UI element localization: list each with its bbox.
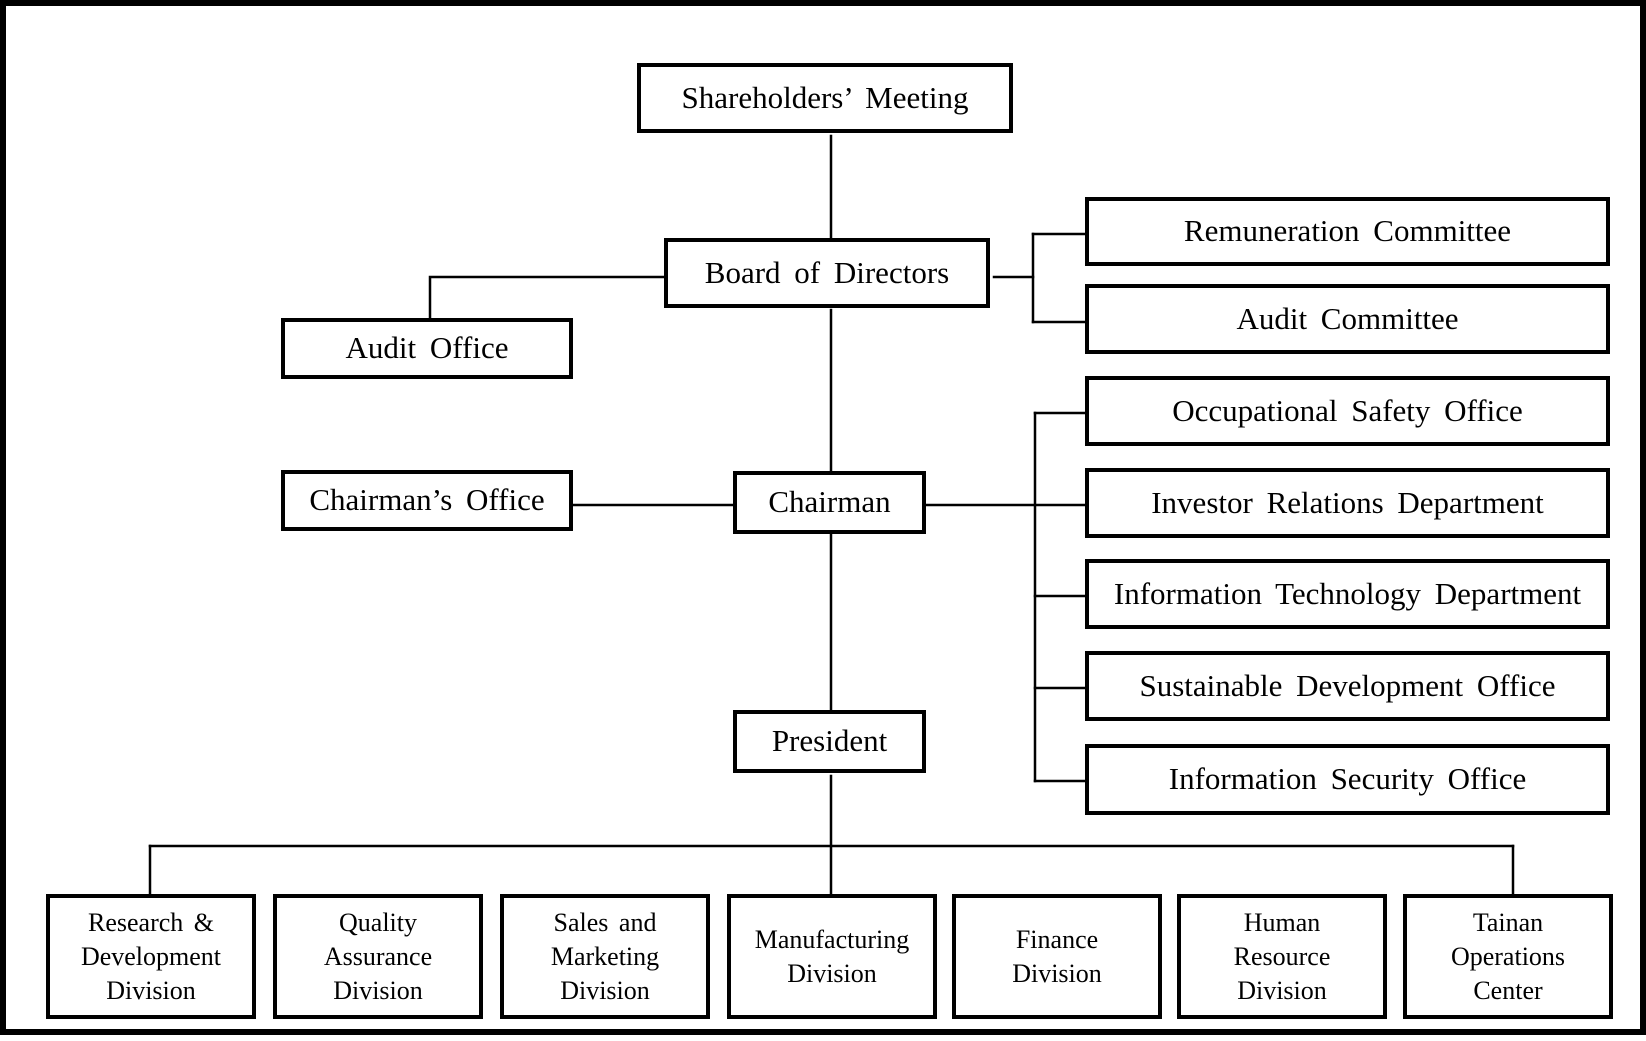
manufacturing-line-2: Division	[787, 958, 877, 988]
shareholders-meeting-box: Shareholders’ Meeting	[637, 63, 1013, 133]
tainan-line-3: Center	[1473, 975, 1543, 1005]
sustainable-development-office-box: Sustainable Development Office	[1085, 651, 1610, 721]
president-box: President	[733, 710, 926, 773]
audit-committee-box: Audit Committee	[1085, 284, 1610, 354]
rnd-line-1: Research &	[87, 907, 214, 937]
audit-office-box: Audit Office	[281, 318, 573, 379]
investor-relations-department-box: Investor Relations Department	[1085, 468, 1610, 538]
hr-line-1: Human	[1243, 907, 1321, 937]
information-technology-department-box: Information Technology Department	[1085, 559, 1610, 629]
human-resource-division-box: Human Resource Division	[1177, 894, 1387, 1019]
information-security-office-box: Information Security Office	[1085, 744, 1610, 815]
chairmans-office-box: Chairman’s Office	[281, 470, 573, 531]
quality-line-1: Quality	[339, 907, 417, 937]
remuneration-committee-box: Remuneration Committee	[1085, 197, 1610, 266]
finance-line-1: Finance	[1015, 924, 1099, 954]
sales-line-1: Sales and	[553, 907, 657, 937]
occupational-safety-office-box: Occupational Safety Office	[1085, 376, 1610, 446]
hr-line-2: Resource	[1233, 941, 1331, 971]
quality-line-3: Division	[333, 975, 423, 1005]
tainan-operations-center-box: Tainan Operations Center	[1403, 894, 1613, 1019]
quality-line-2: Assurance	[323, 941, 433, 971]
rnd-line-3: Division	[106, 975, 196, 1005]
manufacturing-division-box: Manufacturing Division	[727, 894, 937, 1019]
chairman-box: Chairman	[733, 471, 926, 534]
line-board-audit-office	[428, 275, 672, 325]
quality-assurance-division-box: Quality Assurance Division	[273, 894, 483, 1019]
rnd-line-2: Development	[80, 941, 222, 971]
tainan-line-2: Operations	[1450, 941, 1566, 971]
finance-division-box: Finance Division	[952, 894, 1162, 1019]
rnd-division-box: Research & Development Division	[46, 894, 256, 1019]
sales-line-3: Division	[560, 975, 650, 1005]
hr-line-3: Division	[1237, 975, 1327, 1005]
connector-lines	[148, 134, 1515, 900]
sales-marketing-division-box: Sales and Marketing Division	[500, 894, 710, 1019]
finance-line-2: Division	[1012, 958, 1102, 988]
tainan-line-1: Tainan	[1472, 907, 1544, 937]
manufacturing-line-1: Manufacturing	[754, 924, 910, 954]
sales-line-2: Marketing	[550, 941, 660, 971]
board-of-directors-box: Board of Directors	[664, 238, 990, 308]
